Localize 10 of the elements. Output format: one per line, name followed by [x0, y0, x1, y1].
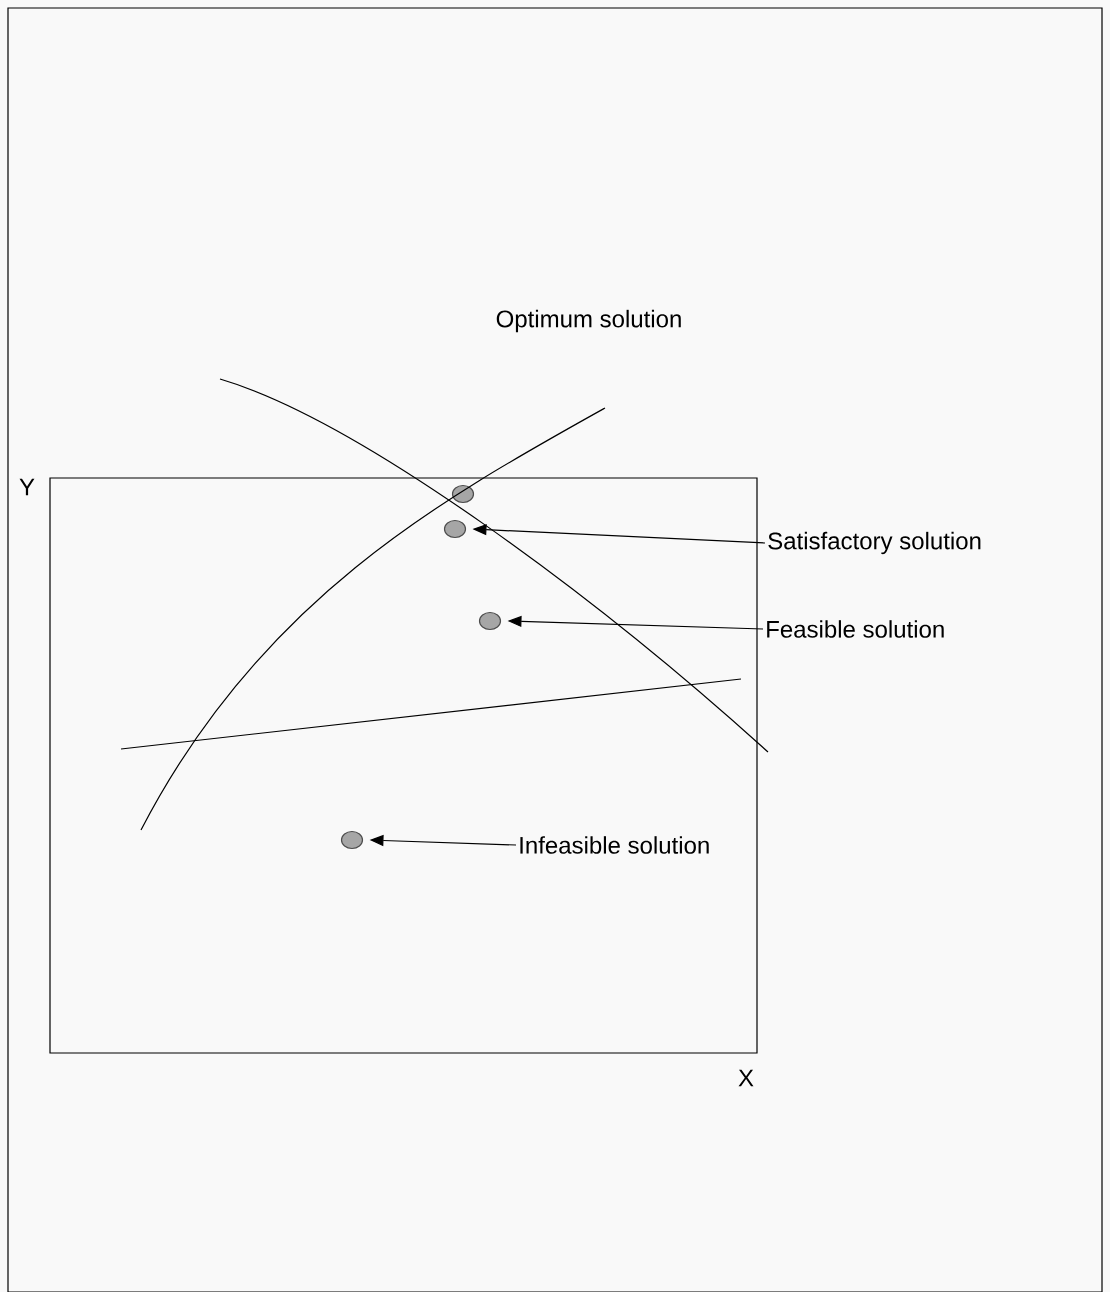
solution-dot	[478, 611, 502, 631]
annotation-text: Optimum solution	[496, 309, 681, 333]
label-text: Feasible solution	[767, 620, 944, 638]
label-text: Infeasible solution	[520, 836, 709, 854]
solution-dot	[451, 484, 475, 504]
label-text: Satisfactory solution	[768, 531, 981, 555]
axis-label: Y	[19, 478, 35, 496]
solution-dot	[340, 830, 364, 850]
solution-dot	[443, 519, 467, 539]
axis-label: X	[738, 1069, 754, 1087]
